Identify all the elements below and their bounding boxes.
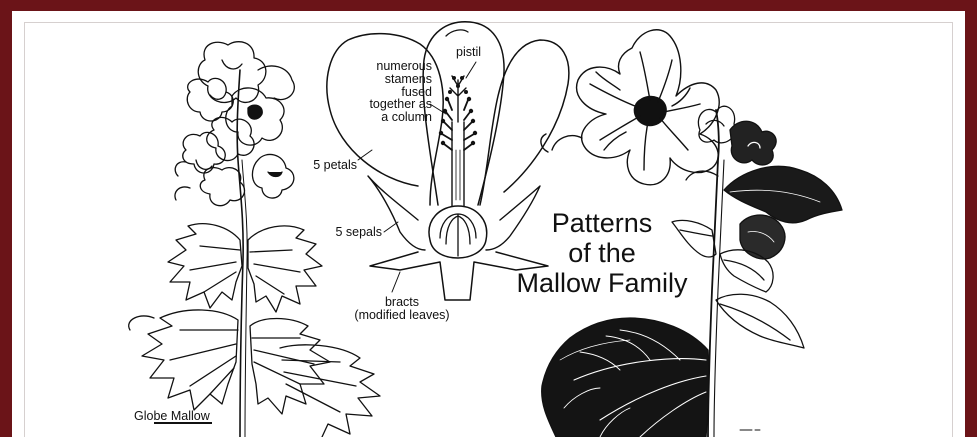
bracts-label-line2: (modified leaves) [346,309,458,322]
title-line2: of the [504,238,700,268]
petals-label: 5 petals [303,159,357,172]
globe-mallow-leaves [129,224,380,437]
sepals-label: 5 sepals [326,226,382,239]
hibiscus-flower [541,30,719,185]
stamens-label-line1: numerous [348,60,432,73]
sepals-pointer [384,222,398,232]
hibiscus-lower-leaf [716,294,804,348]
hibiscus-large-leaf [542,318,709,437]
title-line3: Mallow Family [504,268,700,298]
bracts-label-line1: bracts [346,296,458,309]
petals-pointer [358,150,372,160]
stamens-label: numerous stamens fused together as a col… [348,60,432,124]
stamens-label-line5: a column [348,111,432,124]
bracts-label: bracts (modified leaves) [346,296,458,322]
hibiscus-buds [698,106,776,165]
globe-mallow-flowers [175,42,294,206]
globe-mallow-label: Globe Mallow [134,410,210,423]
diagram-title: Patterns of the Mallow Family [504,208,700,299]
bracts-pointer [392,272,400,292]
pistil-label: pistil [456,46,481,59]
globe-mallow-plant [129,42,380,437]
title-line1: Patterns [504,208,700,238]
stamens-label-line2: stamens [348,73,432,86]
pistil-pointer [466,62,476,78]
hibiscus-dark-leaves [686,166,842,259]
